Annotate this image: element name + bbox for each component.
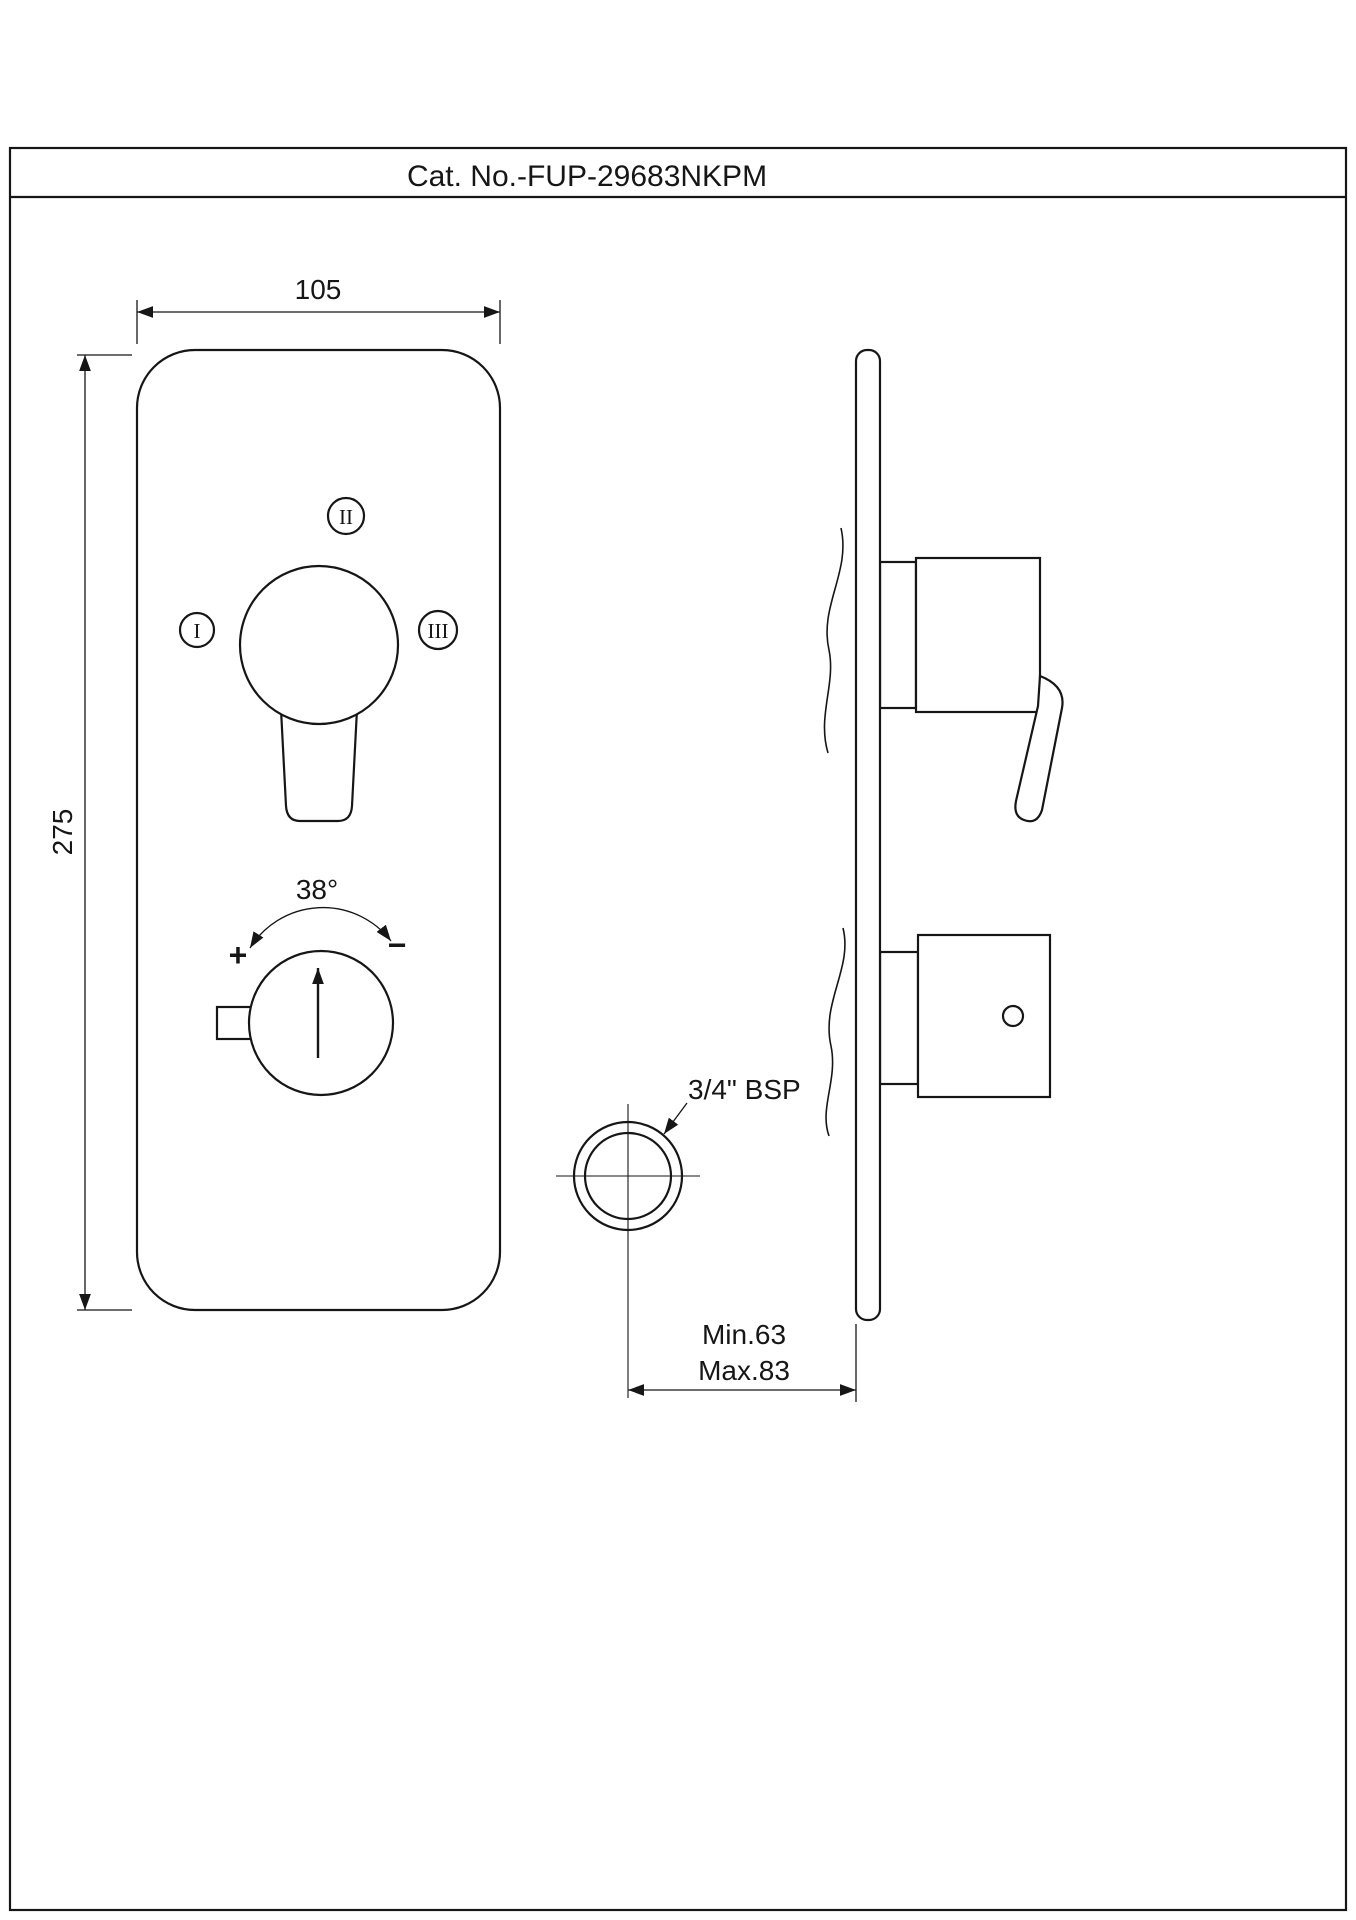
valve-body-screw xyxy=(1001,1004,1025,1028)
lower-valve-flange xyxy=(878,950,920,1086)
plus-sign: + xyxy=(229,937,248,973)
angle-indicator: 38° + − xyxy=(229,874,407,973)
connection-detail: 3/4" BSP xyxy=(556,1074,801,1398)
depth-max-label: Max.83 xyxy=(698,1355,790,1386)
position-badge-circle xyxy=(326,496,366,536)
position-label-right: III xyxy=(428,619,449,643)
side-view-lever xyxy=(1014,674,1064,823)
position-badge-right: III xyxy=(417,609,459,651)
knob-circle xyxy=(247,949,395,1097)
temperature-knob xyxy=(215,949,395,1097)
angle-label: 38° xyxy=(296,874,338,905)
width-dimension-label: 105 xyxy=(295,274,342,305)
minus-sign: − xyxy=(388,927,407,963)
handle-knob xyxy=(238,564,400,726)
position-badge-circle xyxy=(417,609,459,651)
handle-lever xyxy=(278,688,360,823)
leader-line xyxy=(663,1102,688,1135)
front-view: 105 275 II I xyxy=(47,274,502,1312)
position-badge-top: II xyxy=(326,496,366,536)
upper-valve-flange xyxy=(878,560,918,710)
depth-dimension: Min.63 Max.83 xyxy=(628,1319,857,1402)
side-plate-profile xyxy=(854,348,882,1322)
side-view xyxy=(823,348,1064,1322)
lower-valve-body xyxy=(916,933,1052,1099)
position-badge-circle xyxy=(178,611,216,649)
height-dimension-label: 275 xyxy=(47,809,78,856)
position-label-left: I xyxy=(194,619,201,643)
position-badge-left: I xyxy=(178,611,216,649)
upper-valve-body xyxy=(914,556,1042,714)
catalog-number-title: Cat. No.-FUP-29683NKPM xyxy=(407,160,767,193)
title-block: Cat. No.-FUP-29683NKPM xyxy=(8,146,1348,1912)
depth-min-label: Min.63 xyxy=(702,1319,786,1350)
height-dimension: 275 xyxy=(47,354,132,1311)
thread-size-label: 3/4" BSP xyxy=(688,1074,801,1105)
rotation-arc xyxy=(249,906,392,949)
wall-break-line-upper xyxy=(823,527,844,754)
position-label-top: II xyxy=(339,505,353,529)
wall-break-line-lower xyxy=(825,927,846,1137)
front-plate xyxy=(135,348,502,1312)
drawing-border xyxy=(8,146,1348,1912)
width-dimension: 105 xyxy=(136,274,501,344)
knob-side-tab xyxy=(215,1005,255,1041)
